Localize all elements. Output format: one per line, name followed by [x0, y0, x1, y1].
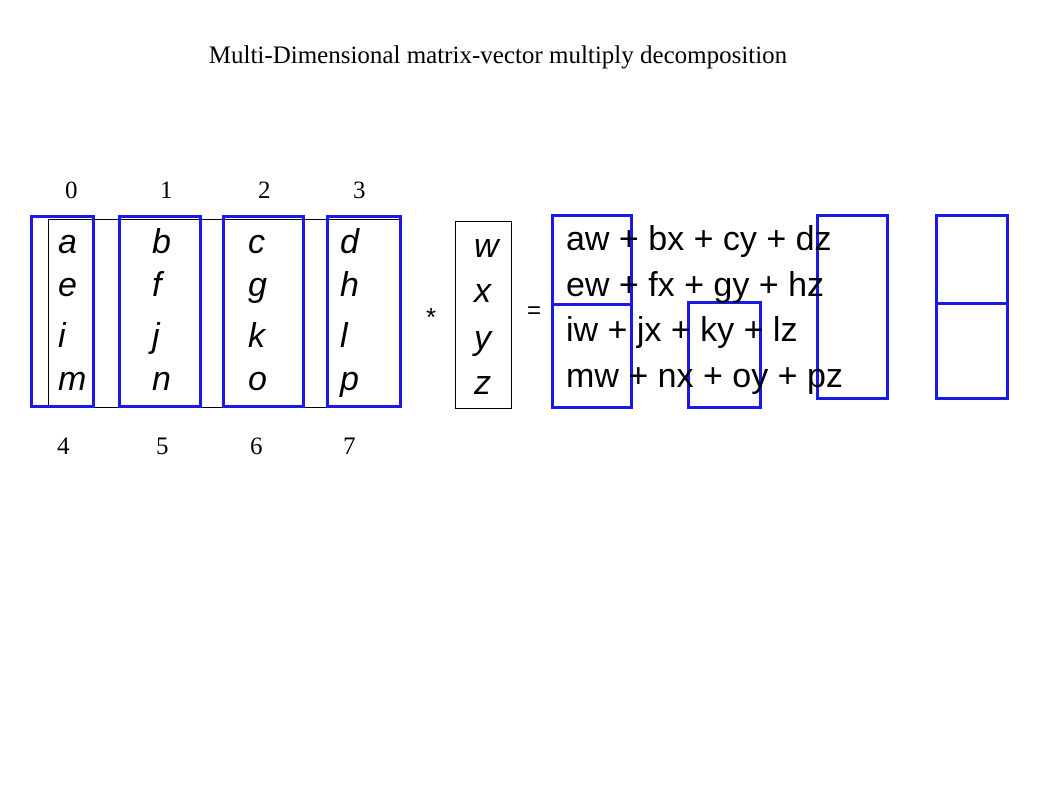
- matrix-column-3-highlight: [326, 215, 402, 408]
- matrix-cell: n: [152, 360, 171, 398]
- matrix-cell: o: [248, 360, 267, 398]
- matrix-cell: e: [58, 266, 77, 304]
- result-column-2-highlight: [816, 214, 889, 400]
- matrix-cell: f: [152, 266, 162, 304]
- matrix-cell: g: [248, 266, 267, 304]
- vector-box: [455, 221, 512, 409]
- vector-cell: w: [474, 227, 499, 265]
- equals-sign: =: [527, 297, 542, 324]
- result-column-1-highlight: [687, 301, 762, 409]
- result-column-3-divider: [935, 302, 1009, 305]
- result-column-0-highlight: [551, 214, 633, 409]
- multiply-sign: *: [426, 302, 437, 332]
- matrix-cell: c: [248, 223, 265, 261]
- vector-cell: x: [474, 272, 491, 310]
- matrix-cell: j: [152, 317, 160, 355]
- index-top-3: 3: [353, 177, 366, 204]
- matrix-cell: d: [340, 223, 359, 261]
- index-bottom-5: 5: [156, 433, 169, 460]
- vector-cell: y: [474, 319, 491, 357]
- matrix-column-0-highlight: [30, 215, 95, 408]
- result-row: ew + fx + gy + hz: [566, 266, 824, 304]
- matrix-cell: k: [248, 317, 265, 355]
- index-top-1: 1: [160, 177, 173, 204]
- matrix-cell: p: [340, 360, 359, 398]
- matrix-cell: m: [58, 360, 87, 398]
- index-bottom-4: 4: [57, 433, 70, 460]
- index-bottom-7: 7: [343, 433, 356, 460]
- result-row: mw + nx + oy + pz: [566, 357, 843, 395]
- result-column-3-highlight: [935, 214, 1009, 400]
- index-top-0: 0: [65, 177, 78, 204]
- result-row: iw + jx + ky + lz: [566, 311, 798, 349]
- diagram-title: Multi-Dimensional matrix-vector multiply…: [208, 42, 788, 69]
- matrix-cell: h: [340, 266, 359, 304]
- matrix-column-2-highlight: [222, 215, 305, 408]
- matrix-cell: a: [58, 223, 77, 261]
- result-column-0-divider: [551, 303, 633, 306]
- matrix-cell: i: [58, 317, 66, 355]
- matrix-cell: l: [340, 317, 348, 355]
- index-bottom-6: 6: [250, 433, 263, 460]
- index-top-2: 2: [258, 177, 271, 204]
- result-row: aw + bx + cy + dz: [566, 220, 832, 258]
- matrix-cell: b: [152, 223, 171, 261]
- matrix-column-1-highlight: [118, 215, 202, 408]
- vector-cell: z: [474, 364, 491, 402]
